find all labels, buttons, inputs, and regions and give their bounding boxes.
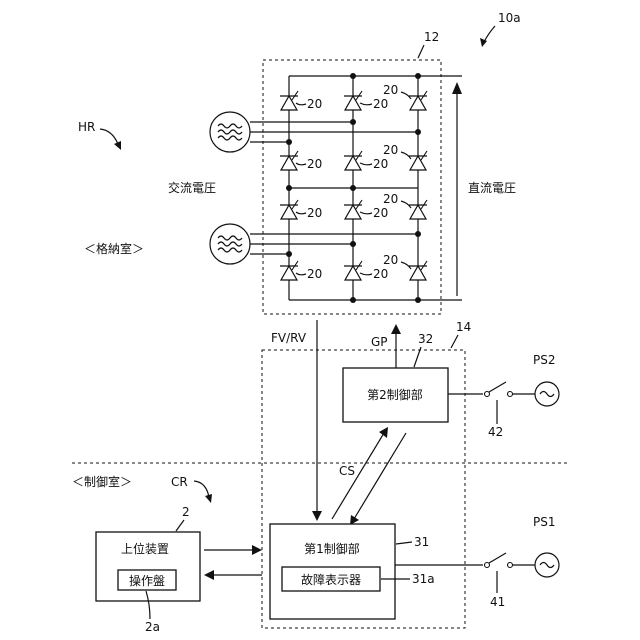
fv-rv-label: FV/RV (271, 331, 307, 345)
figure-ref-label: 10a (498, 11, 521, 25)
thyristor-label: 20 (307, 206, 322, 220)
switch2-contact-left (485, 392, 490, 397)
gp-arrowhead (391, 324, 401, 334)
switch1-ref-label: 41 (490, 595, 505, 609)
thyristor-label: 20 (373, 206, 388, 220)
hall-ref-label: HR (78, 120, 95, 134)
gp-label: GP (371, 335, 388, 349)
ps1-source (535, 553, 559, 577)
dc-voltage-label: 直流電圧 (468, 181, 516, 195)
ps2-source (535, 382, 559, 406)
thyristor-label: 20 (307, 97, 322, 111)
first-controller-ref-label: 31 (414, 535, 429, 549)
switch2-blade (489, 382, 506, 392)
ps1-label: PS1 (533, 515, 556, 529)
second-controller-ref-leader (414, 347, 421, 367)
control-unit-ref-label: 14 (456, 320, 471, 334)
controller-to-host-arrowhead (204, 570, 214, 580)
thyristor-label: 20 (373, 157, 388, 171)
ac-source-upper (210, 112, 250, 152)
switch1-contact-left (485, 563, 490, 568)
control-room-label: ＜制御室＞ (72, 474, 132, 489)
host-device-ref-leader (176, 520, 184, 531)
fv-rv-arrowhead (312, 511, 322, 521)
switch2-ref-label: 42 (488, 425, 503, 439)
thyristor-label: 20 (373, 97, 388, 111)
operation-panel-ref-label: 2a (145, 620, 160, 634)
switch2-contact-right (508, 392, 513, 397)
first-controller-label: 第1制御部 (304, 541, 360, 556)
cs-arrowhead-up (379, 427, 388, 438)
switch1-contact-right (508, 563, 513, 568)
fault-display-ref-label: 31a (412, 572, 435, 586)
converter-ref-leader (418, 45, 424, 58)
cs-label: CS (339, 464, 355, 478)
first-controller-ref-leader (396, 542, 412, 544)
cs-arrow-down (354, 433, 406, 519)
switch1-blade (489, 553, 506, 563)
storage-room-label: ＜格納室＞ (84, 241, 144, 256)
second-controller-label: 第2制御部 (367, 387, 423, 402)
ac-voltage-label: 交流電圧 (168, 180, 216, 195)
thyristor-label: 20 (383, 192, 398, 206)
thyristor-label: 20 (307, 267, 322, 281)
host-device-ref-label: 2 (182, 505, 190, 519)
converter-ref-label: 12 (424, 30, 439, 44)
fault-display-label: 故障表示器 (301, 572, 361, 587)
control-room-ref-arrowhead (205, 494, 212, 503)
thyristor-label: 20 (383, 253, 398, 267)
control-room-ref-label: CR (171, 475, 188, 489)
control-unit-ref-leader (451, 335, 458, 348)
figure-ref-leader (484, 26, 495, 42)
thyristor-label: 20 (383, 143, 398, 157)
hall-ref-leader (100, 129, 118, 144)
dc-voltage-arrowhead (452, 82, 462, 94)
operation-panel-label: 操作盤 (129, 573, 165, 588)
thyristor-label: 20 (373, 267, 388, 281)
host-device-label: 上位装置 (121, 541, 169, 556)
thyristor-label: 20 (383, 83, 398, 97)
thyristor-label: 20 (307, 157, 322, 171)
ps2-label: PS2 (533, 353, 556, 367)
control-room-ref-leader (194, 481, 209, 497)
second-controller-ref-label: 32 (418, 332, 433, 346)
host-to-controller-arrowhead (252, 545, 262, 555)
ac-source-lower (210, 224, 250, 264)
